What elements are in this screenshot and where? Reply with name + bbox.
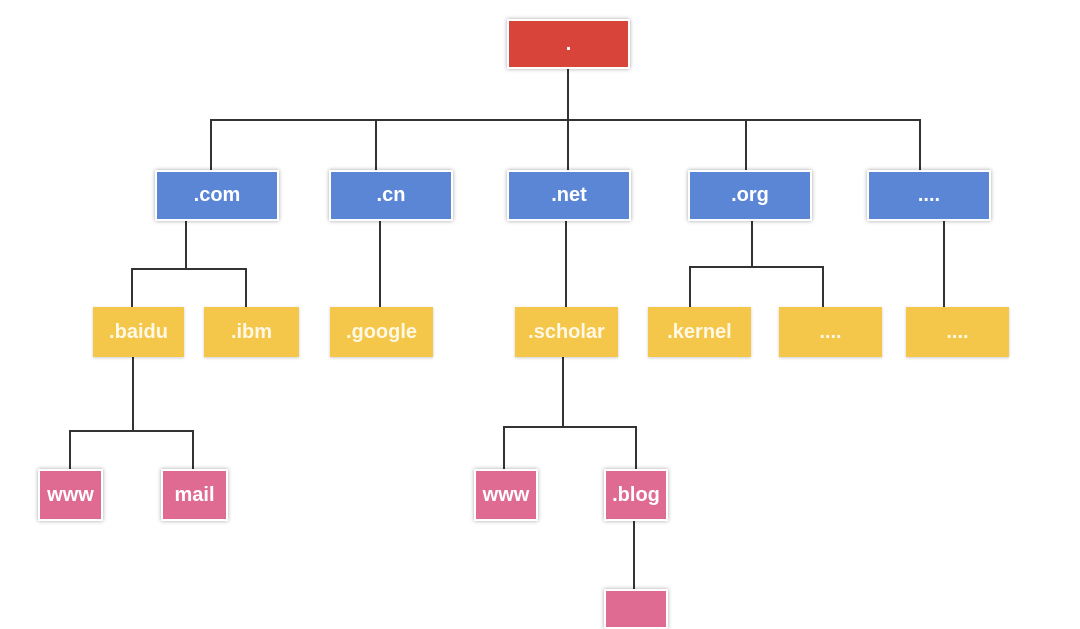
sub-node-blog: .blog [604,469,668,521]
connector-com-down [185,219,187,269]
connector-ibm [245,268,247,308]
connector-org-bus [689,266,824,268]
sld-node-ibm: .ibm [204,307,299,357]
tld-node-other: .... [867,170,991,221]
connector-root-down [567,68,569,120]
tld-node-net: .net [507,170,631,221]
connector-kernel [689,266,691,307]
connector-mail [192,430,194,470]
sld-node-kernel: .kernel [648,307,751,357]
root-node: . [507,19,630,69]
tld-node-org: .org [688,170,812,221]
connector-org-down [751,219,753,267]
connector-blog-down [633,519,635,591]
connector-scholar-bus [503,426,637,428]
connector-google [379,219,381,307]
connector-org [745,119,747,171]
connector-scholar-down [562,357,564,427]
connector-net [567,119,569,171]
sld-node-org-other: .... [779,307,882,357]
sld-node-google: .google [330,307,433,357]
connector-www-baidu [69,430,71,470]
tld-node-cn: .cn [329,170,453,221]
connector-baidu-down [132,357,134,431]
connector-other-tld [919,119,921,171]
tld-node-com: .com [155,170,279,221]
connector-com [210,119,212,171]
connector-baidu-bus [69,430,194,432]
host-node-blog-child [604,589,668,629]
connector-www-scholar [503,426,505,470]
connector-com-bus [131,268,246,270]
connector-other-sld [943,219,945,307]
connector-cn [375,119,377,171]
connector-scholar [565,219,567,307]
host-node-www-baidu: www [38,469,103,521]
connector-blog [635,426,637,470]
connector-tld-bus [210,119,920,121]
sld-node-other: .... [906,307,1009,357]
dns-hierarchy-diagram: . .com .cn .net .org .... .baidu .ibm .g… [38,19,1009,629]
connector-baidu [131,268,133,308]
connector-org-other [822,266,824,307]
sld-node-scholar: .scholar [515,307,618,357]
host-node-mail: mail [161,469,228,521]
sld-node-baidu: .baidu [93,307,184,357]
host-node-www-scholar: www [474,469,538,521]
